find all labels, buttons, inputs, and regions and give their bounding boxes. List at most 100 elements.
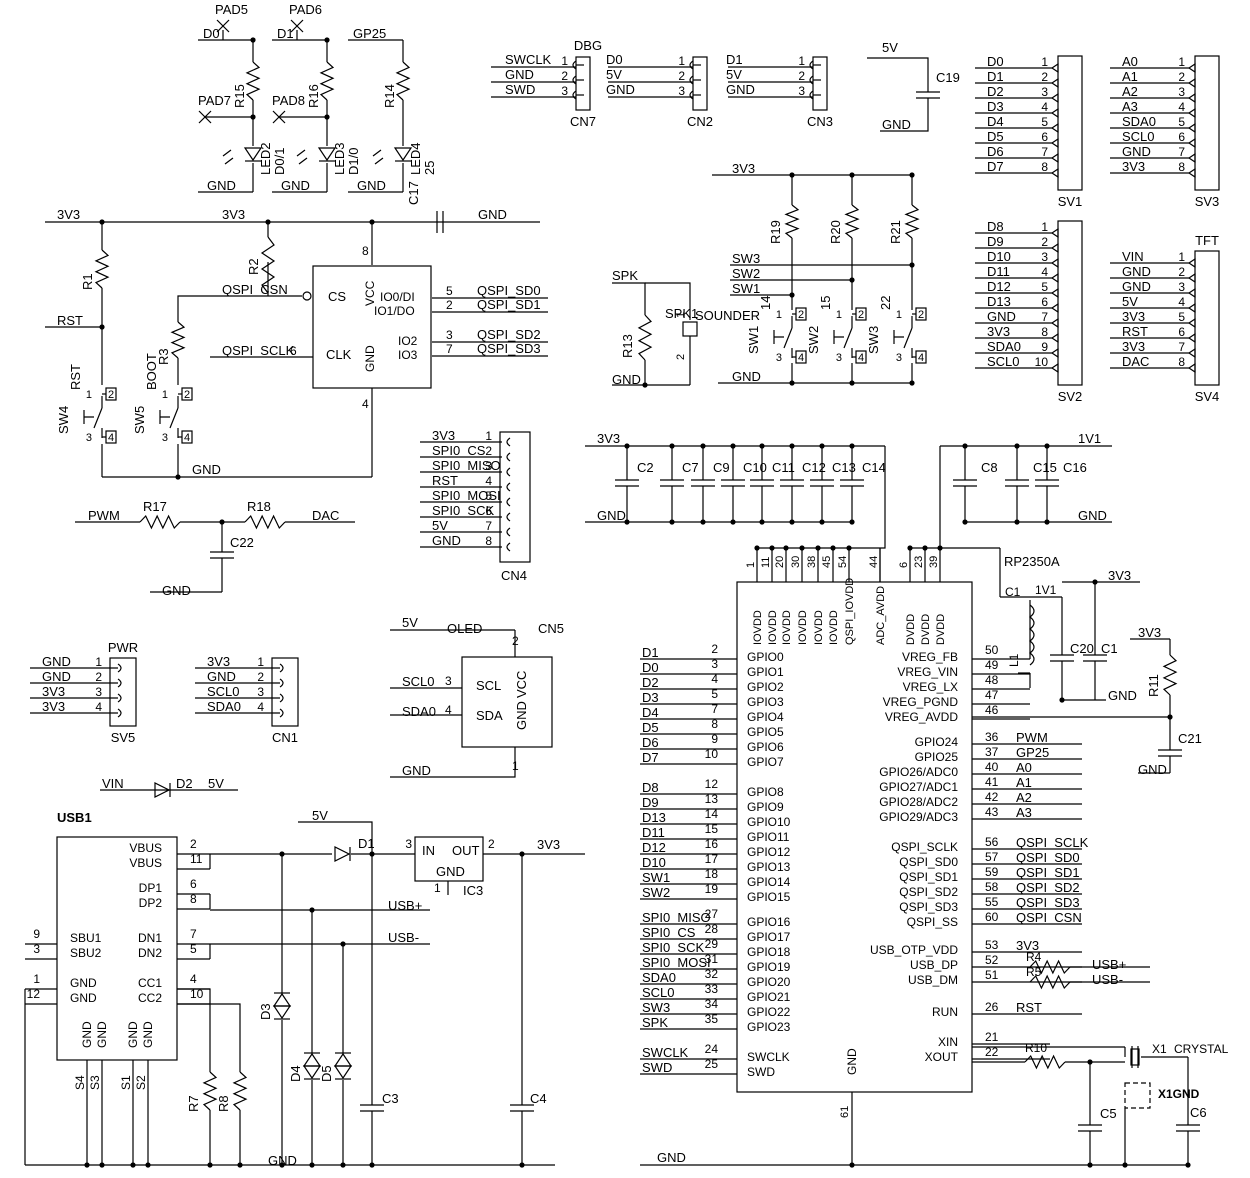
net-label: SPI0_MOSI (642, 955, 711, 970)
net-label: R19 (768, 220, 783, 244)
net-label: C12 (802, 460, 826, 475)
net-label: 3 (836, 352, 842, 364)
header-pin (279, 663, 284, 673)
net-label: IO3 (398, 348, 418, 362)
wire (880, 98, 929, 132)
net-label: 1 (798, 54, 805, 68)
net-label: 6 (190, 877, 197, 891)
net-label: GPIO22 (747, 1005, 791, 1019)
junction-dot (207, 1162, 213, 1168)
net-label: 2 (485, 444, 492, 458)
net-label: VREG_PGND (883, 695, 959, 709)
net-label: 2 (108, 389, 114, 401)
net-label: D0 (203, 26, 220, 41)
junction-dot (789, 380, 795, 386)
header-pin (1187, 92, 1196, 104)
resistor-R20 (844, 204, 860, 239)
net-label: 2 (446, 298, 453, 312)
net-label: 10 (705, 747, 719, 761)
flash-chip (312, 265, 432, 389)
net-label: 1 (1041, 220, 1048, 234)
junction-dot (309, 1162, 315, 1168)
net-label: 19 (705, 882, 719, 896)
switch-actuator (83, 410, 94, 424)
net-label: A2 (1122, 84, 1138, 99)
resistor-R18 (244, 514, 286, 530)
net-label: 2 (1178, 265, 1185, 279)
header-pin (1050, 77, 1059, 89)
header-pin (1050, 302, 1059, 314)
net-label: 3 (162, 432, 168, 444)
net-label: 1 (33, 972, 40, 986)
junction-dot (309, 907, 315, 913)
net-label: GND (845, 1048, 859, 1075)
net-label: S2 (134, 1075, 148, 1090)
net-label: GND (70, 991, 97, 1005)
header-pin (1050, 362, 1059, 374)
net-label: SCL0 (987, 354, 1020, 369)
net-label: R13 (620, 334, 635, 358)
net-label: 2 (488, 837, 495, 851)
net-label: VREG_AVDD (885, 710, 958, 724)
net-label: QSPI_IOVDD (844, 578, 856, 645)
net-label: 26 (985, 1000, 999, 1014)
net-label: 3 (1178, 85, 1185, 99)
sounder (682, 321, 698, 337)
net-label: PAD5 (215, 2, 248, 17)
net-label: SW1 (746, 326, 761, 354)
net-label: GND (207, 178, 236, 193)
header-pin (279, 678, 284, 688)
net-label: USB- (1092, 972, 1123, 987)
inverted-input (302, 291, 312, 301)
net-label: 1 (162, 389, 168, 401)
resistor-R5 (1029, 974, 1071, 990)
header-pin (117, 663, 122, 673)
header-pin (1050, 122, 1059, 134)
junction-dot (789, 519, 795, 525)
net-label: DP2 (139, 896, 163, 910)
net-label: 23 (913, 556, 925, 568)
junction-dot (369, 219, 375, 225)
diode-D2 (154, 782, 171, 798)
net-label: 56 (985, 835, 999, 849)
net-label: D11 (642, 825, 665, 840)
net-label: QSPI_SD1 (477, 297, 541, 312)
junction-dot (1122, 1162, 1128, 1168)
junction-dot (279, 1162, 285, 1168)
net-label: DN2 (138, 946, 162, 960)
connector-ref: CN2 (687, 114, 713, 129)
net-label: GND (268, 1153, 297, 1168)
diode-D5 (333, 1065, 353, 1080)
header-pin (1187, 272, 1196, 284)
junction-dot (849, 1162, 855, 1168)
connector-ref: CN3 (807, 114, 833, 129)
connector-SV2 (1057, 220, 1083, 386)
junction-dot (279, 851, 285, 857)
net-label: 4 (711, 672, 718, 686)
net-label: GND (1122, 264, 1151, 279)
net-label: GPIO28/ADC2 (879, 795, 958, 809)
net-label: 1 (1178, 55, 1185, 69)
net-label: 25 (705, 1057, 719, 1071)
junction-dot (849, 172, 855, 178)
connector-SV3 (1194, 55, 1220, 191)
net-label: 4 (257, 700, 264, 714)
junction-dot (815, 545, 821, 551)
net-label: 2 (918, 309, 924, 321)
net-label: DAC (312, 508, 339, 523)
net-label: C15 (1033, 460, 1057, 475)
junction-dot (1044, 443, 1050, 449)
connector-CN1 (271, 657, 299, 727)
junction-dot (849, 443, 855, 449)
net-label: GND (1122, 279, 1151, 294)
net-label: R14 (382, 84, 397, 108)
junction-dot (819, 443, 825, 449)
net-label: A2 (1016, 790, 1032, 805)
net-label: R16 (306, 84, 321, 108)
net-label: IOVDD (767, 610, 779, 645)
net-label: BOOT (144, 353, 159, 390)
net-label: PWR (108, 640, 138, 655)
net-label: 46 (985, 703, 999, 717)
inductor-L1 (1029, 604, 1035, 666)
